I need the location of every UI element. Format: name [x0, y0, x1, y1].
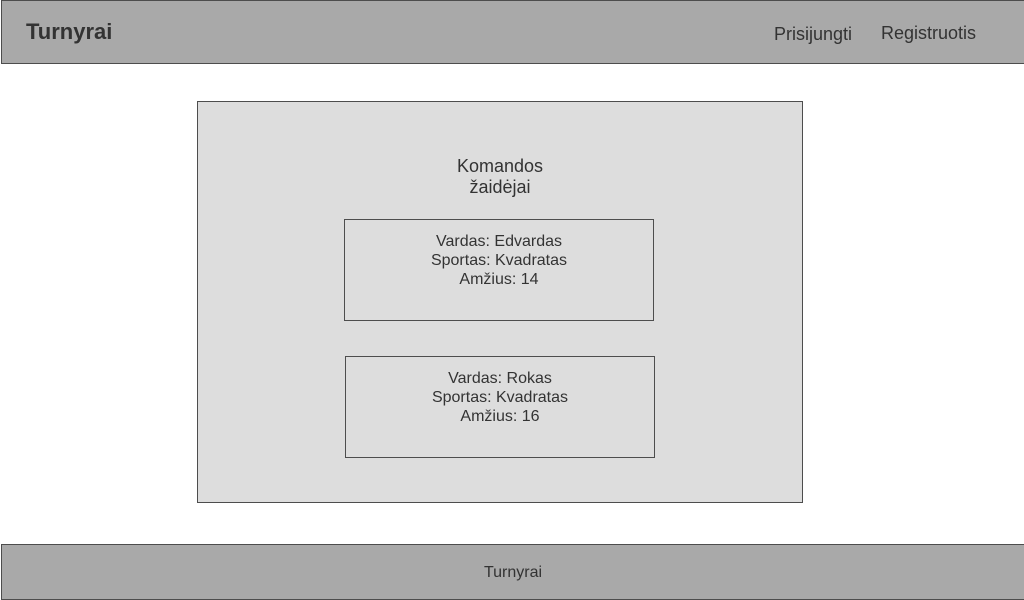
player-age: Amžius: 16	[460, 408, 540, 425]
player-age: Amžius: 14	[459, 271, 539, 288]
player-name: Vardas: Rokas	[448, 370, 552, 387]
team-players-panel: Komandos žaidėjai Vardas: Edvardas Sport…	[197, 101, 803, 503]
login-link[interactable]: Prisijungti	[774, 24, 853, 44]
player-name: Vardas: Edvardas	[436, 233, 562, 250]
register-link[interactable]: Registruotis	[881, 23, 977, 43]
top-header: Turnyrai Prisijungti Registruotis	[1, 0, 1024, 64]
brand-logo-text[interactable]: Turnyrai	[26, 19, 113, 44]
player-sport: Sportas: Kvadratas	[430, 252, 568, 269]
panel-title: Komandos žaidėjai	[198, 156, 802, 198]
panel-title-line-1: Komandos	[456, 156, 544, 176]
panel-title-line-2: žaidėjai	[469, 177, 531, 197]
page-footer: Turnyrai	[1, 544, 1024, 600]
player-card[interactable]: Vardas: Rokas Sportas: Kvadratas Amžius:…	[345, 356, 655, 458]
player-sport: Sportas: Kvadratas	[431, 389, 569, 406]
footer-text: Turnyrai	[483, 564, 543, 581]
player-card[interactable]: Vardas: Edvardas Sportas: Kvadratas Amži…	[344, 219, 654, 321]
